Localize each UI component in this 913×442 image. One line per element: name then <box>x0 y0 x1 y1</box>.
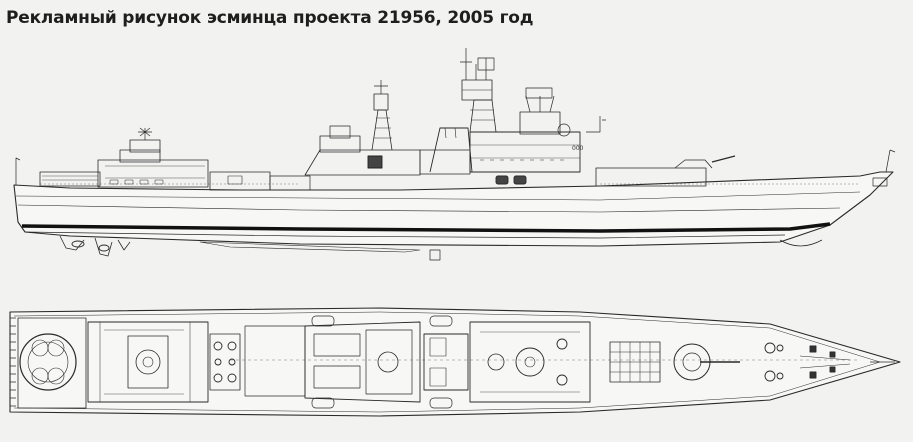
hull-outline <box>13 171 894 247</box>
waterline-stripe <box>21 222 831 233</box>
side-profile-view: 000 <box>13 48 896 261</box>
plan-view <box>9 307 901 417</box>
deck-outline <box>9 307 901 417</box>
page-title: Рекламный рисунок эсминца проекта 21956,… <box>6 8 534 28</box>
hull-number: 000 <box>572 145 584 152</box>
